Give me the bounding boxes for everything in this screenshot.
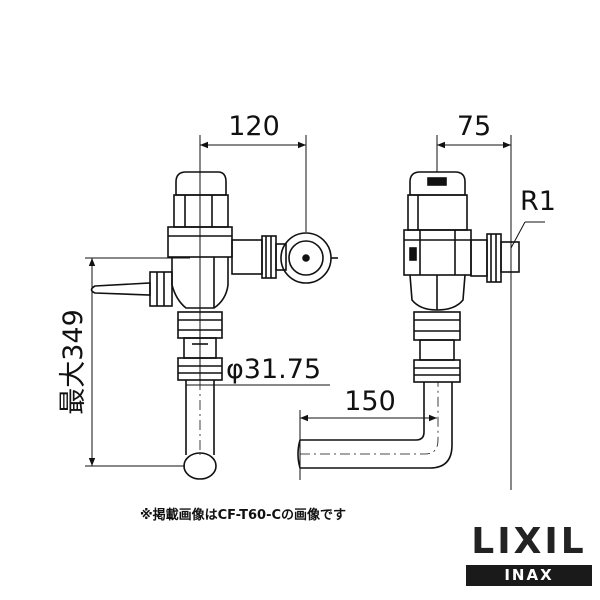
side-view xyxy=(297,171,520,469)
dim-thread-r1: R1 xyxy=(520,186,556,217)
side-r1-thread xyxy=(500,241,520,273)
supply-connector xyxy=(231,239,263,275)
stop-valve-center xyxy=(302,254,310,262)
valve-upper-body xyxy=(173,194,229,228)
valve-top-cap xyxy=(175,171,227,196)
side-outlet-pipe xyxy=(300,382,453,469)
side-supply-connector xyxy=(470,239,488,277)
logo-sub: INAX xyxy=(466,565,592,586)
lever-handle xyxy=(90,282,151,296)
dim-depth-75: 75 xyxy=(457,111,491,142)
dim-width-120: 120 xyxy=(228,111,280,142)
front-view xyxy=(90,171,338,480)
outlet-pipe xyxy=(185,380,215,455)
stop-valve-inner xyxy=(288,240,324,276)
side-top-cap xyxy=(409,171,466,196)
logo-brand: LIXIL xyxy=(471,521,587,562)
lixil-logo: LIXIL INAX xyxy=(466,522,592,588)
side-upper-body xyxy=(407,194,468,231)
dim-pipe-diameter: φ31.75 xyxy=(226,354,321,385)
dimension-lines xyxy=(85,135,545,490)
image-note: ※掲載画像はCF-T60-Cの画像です xyxy=(140,508,347,523)
dim-height-max: 最大349 xyxy=(58,309,89,415)
dim-pipe-length: 150 xyxy=(344,386,396,417)
pipe-end xyxy=(183,452,217,480)
lever-hub xyxy=(149,271,173,307)
